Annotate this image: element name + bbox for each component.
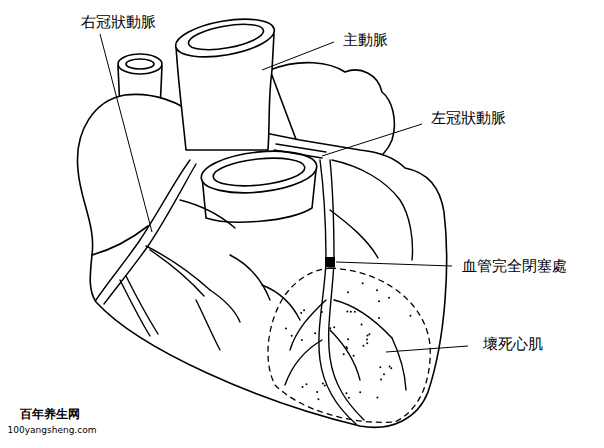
- necrosis-dot: [379, 366, 381, 368]
- necrosis-dot: [380, 379, 382, 381]
- aorta-lumen: [187, 20, 266, 55]
- artery-label: 主動脈: [342, 31, 389, 49]
- necrosis-dot: [378, 317, 380, 319]
- necrosis-dot: [389, 365, 391, 367]
- necrosis-dot: [322, 382, 324, 384]
- leader-line: [262, 42, 334, 70]
- necrosis-dot: [347, 338, 349, 340]
- vessel-opening: [118, 54, 162, 74]
- necrosis-dot: [300, 312, 302, 314]
- artery-label: 左冠狀動脈: [430, 109, 507, 127]
- necrosis-dot: [376, 396, 378, 398]
- leader-line: [386, 346, 468, 352]
- necrosis-dot: [314, 332, 316, 334]
- necrosis-dot: [367, 334, 369, 336]
- occlusion-mark: [325, 257, 335, 267]
- left-coronary: [274, 144, 326, 158]
- artery-branch: [146, 246, 210, 296]
- necrosis-dot: [348, 397, 350, 399]
- necrosis-dot: [383, 373, 385, 375]
- necrosis-dot: [390, 367, 392, 369]
- necrosis-dot: [345, 346, 347, 348]
- necrosis-dot: [388, 297, 390, 299]
- necrosis-dot: [362, 345, 364, 347]
- artery-branch: [196, 290, 240, 350]
- necrosis-dot: [366, 339, 368, 341]
- leader-lines: [100, 34, 468, 352]
- necrosis-dots: [285, 282, 411, 400]
- necrosis-dot: [376, 289, 378, 291]
- left-coronary: [329, 160, 364, 420]
- watermark: 100yangsheng.com: [7, 425, 98, 436]
- necrosis-dot: [362, 282, 364, 284]
- callout-label: 血管完全閉塞處: [461, 257, 568, 275]
- leader-line: [100, 34, 152, 232]
- heart-drawing: [78, 13, 447, 428]
- necrosis-dot: [301, 339, 303, 341]
- necrosis-dot: [354, 311, 356, 313]
- necrosis-dot: [353, 355, 355, 357]
- pulmonary-lumen: [212, 154, 306, 189]
- necrosis-dot: [409, 315, 411, 317]
- necrosis-dot: [345, 392, 347, 394]
- aorta-opening: [173, 13, 277, 64]
- necrosis-dot: [346, 310, 348, 312]
- right-coronary: [104, 164, 196, 304]
- artery-branch: [285, 300, 326, 385]
- leader-line: [322, 124, 422, 156]
- necrosis-dot: [329, 327, 331, 329]
- necrosis-dot: [359, 391, 361, 393]
- necrosis-dot: [306, 383, 308, 385]
- necrosis-dot: [303, 309, 305, 311]
- necrosis-dot: [347, 291, 349, 293]
- necrosis-boundary: [268, 268, 430, 422]
- necrosis-dot: [378, 300, 380, 302]
- artery-branch: [330, 330, 406, 390]
- coronary-arteries: [96, 144, 413, 424]
- callout-label: 壞死心肌: [482, 335, 544, 353]
- necrosis-dot: [316, 391, 318, 393]
- necrosis-dot: [366, 342, 368, 344]
- necrosis-dot: [333, 326, 335, 328]
- necrosis-dot: [368, 333, 370, 335]
- necrosis-dot: [285, 328, 287, 330]
- necrosis-dot: [361, 324, 363, 326]
- necrosis-dot: [350, 311, 352, 313]
- artery-label: 右冠狀動脈: [80, 13, 157, 31]
- necrosis-dot: [321, 311, 323, 313]
- necrosis-dot: [343, 353, 345, 355]
- artery-branch: [330, 210, 392, 338]
- circumflex: [332, 160, 413, 260]
- artery-branch: [120, 276, 158, 336]
- leader-line: [336, 262, 452, 266]
- right-coronary: [96, 160, 190, 300]
- necrosis-dot: [317, 398, 319, 400]
- vessel-lumen: [126, 59, 154, 69]
- watermark: 百年养生网: [19, 407, 81, 421]
- necrosis-dot: [302, 386, 304, 388]
- artery-branch: [180, 200, 270, 300]
- necrosis-dot: [324, 384, 326, 386]
- necrosis-dot: [291, 335, 293, 337]
